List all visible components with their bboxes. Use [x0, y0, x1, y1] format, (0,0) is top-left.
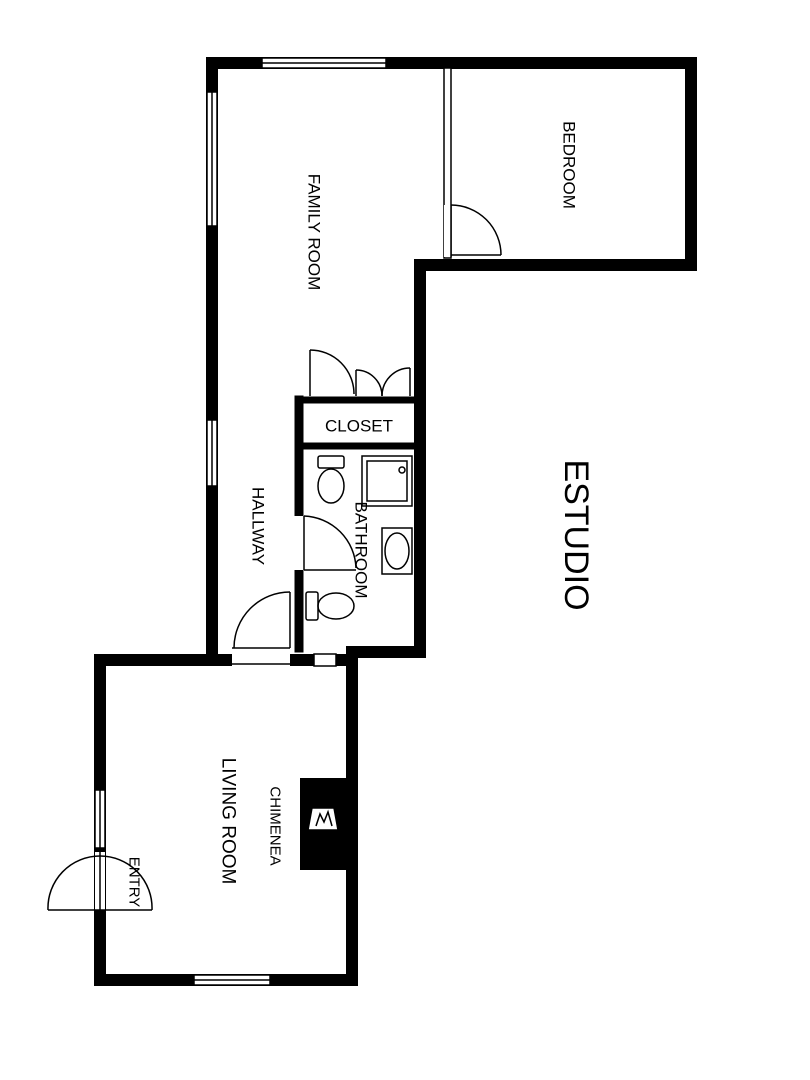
fireplace-icon — [300, 778, 346, 870]
label-living-room: LIVING ROOM — [218, 758, 239, 885]
windows — [94, 57, 387, 986]
interior-walls — [294, 67, 452, 653]
label-closet: CLOSET — [325, 417, 393, 436]
door-hallway — [232, 591, 291, 666]
label-bathroom: BATHROOM — [352, 502, 371, 599]
door-closet-right — [355, 367, 411, 397]
fixtures — [300, 455, 413, 870]
label-estudio: ESTUDIO — [557, 459, 595, 610]
toilet-icon-2 — [305, 591, 355, 621]
exterior-walls — [94, 57, 697, 986]
shower-icon — [361, 455, 413, 507]
label-family-room: FAMILY ROOM — [305, 174, 324, 291]
label-entry: ENTRY — [126, 857, 143, 908]
door-entry — [47, 852, 153, 911]
label-chimenea: CHIMENEA — [267, 786, 284, 865]
label-bedroom: BEDROOM — [560, 121, 579, 209]
sink-icon — [381, 527, 413, 575]
label-hallway: HALLWAY — [249, 487, 268, 565]
toilet-icon — [317, 455, 345, 504]
doors — [47, 204, 502, 911]
door-closet-left — [309, 349, 355, 396]
room-labels: BEDROOM FAMILY ROOM CLOSET ESTUDIO HALLW… — [126, 121, 596, 907]
door-bathroom — [294, 515, 357, 571]
door-bedroom — [444, 204, 502, 257]
